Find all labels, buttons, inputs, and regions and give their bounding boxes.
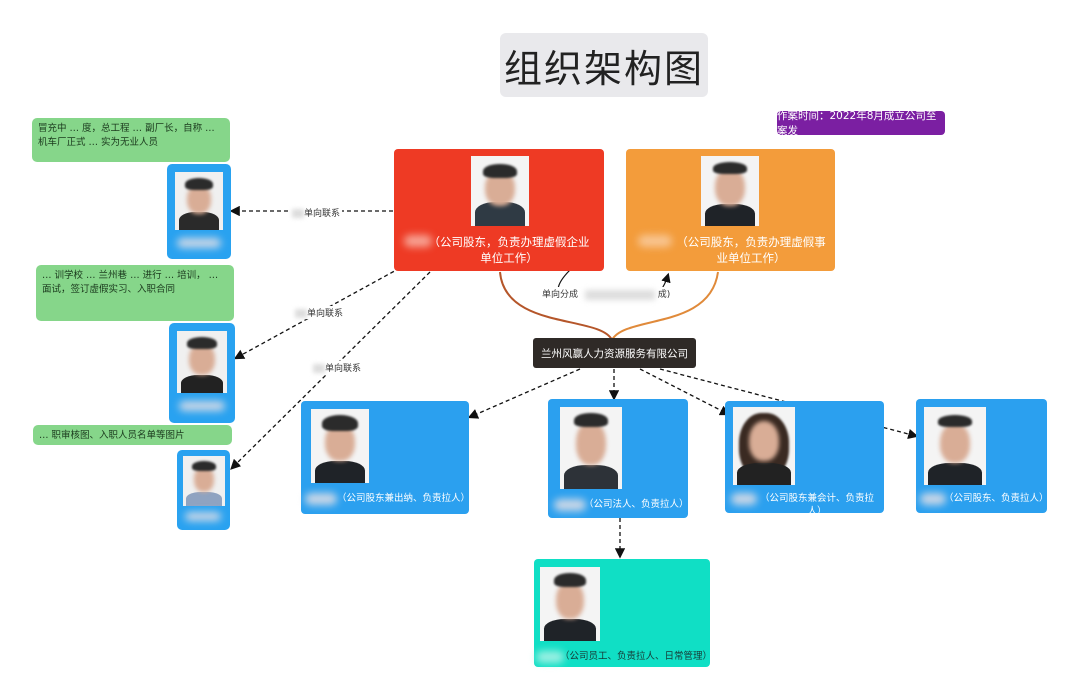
redacted-name — [179, 401, 225, 411]
portrait — [924, 407, 986, 485]
note-person3: … 职审核图、入职人员名单等图片 — [33, 425, 232, 445]
card-shareholder-enterprise: （公司股东，负责办理虚假企业单位工作） — [394, 149, 604, 271]
card-role-text: （公司股东，负责办理虚假事业单位工作） — [676, 235, 826, 265]
portrait — [311, 409, 369, 483]
card-role-text: （公司股东兼会计、负责拉人） — [759, 493, 874, 517]
portrait — [560, 407, 622, 489]
edge-label-one-way: 单向联系 — [293, 306, 346, 319]
edge-orange-company — [611, 271, 719, 341]
redacted-name — [185, 512, 221, 521]
edge-red-company — [499, 271, 613, 341]
redacted-name — [305, 493, 337, 505]
card-person3 — [177, 450, 230, 530]
edge-red-to-person3 — [230, 271, 431, 470]
portrait — [540, 567, 600, 641]
redacted-name — [404, 235, 432, 247]
portrait — [183, 456, 225, 506]
redacted-name — [731, 493, 757, 505]
card-person1 — [167, 164, 231, 259]
edge-label-one-way: 单向联系 — [290, 206, 343, 219]
redacted-name — [554, 499, 586, 511]
card-shareholder: （公司股东、负责拉人） — [916, 399, 1049, 513]
portrait — [701, 156, 759, 226]
card-shareholder-public-institution: （公司股东，负责办理虚假事业单位工作） — [626, 149, 835, 271]
card-legal-person: （公司法人、负责拉人） — [548, 399, 689, 518]
card-role-text: （公司股东，负责办理虚假企业单位工作） — [428, 235, 590, 265]
portrait — [471, 156, 529, 226]
card-role-text: （公司员工、负责拉人、日常管理） — [560, 651, 713, 662]
company-node: 兰州风赢人力资源服务有限公司 — [533, 338, 696, 368]
portrait — [733, 407, 795, 485]
edge-label-one-way: 单向联系 — [311, 361, 364, 374]
page-title: 组织架构图 — [500, 33, 708, 97]
card-role-text: （公司股东、负责拉人） — [944, 493, 1049, 504]
portrait — [175, 172, 223, 230]
redacted-name — [920, 493, 946, 505]
note-person1: 冒充中 … 度，总工程 … 副厂长，自称 … 机车厂正式 … 实为无业人员 — [32, 118, 230, 162]
redacted-name — [536, 651, 564, 663]
card-role-text: （公司法人、负责拉人） — [584, 499, 689, 510]
edge-label-split: 单向分成 成) — [540, 287, 673, 300]
edge-company-card1 — [467, 368, 581, 419]
redacted-name — [638, 235, 672, 247]
card-shareholder-cashier: （公司股东兼出纳、负责拉人） — [301, 401, 471, 514]
redacted-name — [177, 238, 221, 248]
card-employee: （公司员工、负责拉人、日常管理） — [534, 559, 713, 667]
card-shareholder-accountant: （公司股东兼会计、负责拉人） — [725, 401, 884, 517]
card-person2 — [169, 323, 235, 423]
edge-company-card3 — [639, 368, 731, 416]
time-badge: 作案时间：2022年8月成立公司至案发 — [777, 110, 945, 137]
note-person2: … 训学校 … 兰州巷 … 进行 … 培训， … 面试，签订虚假实习、入职合同 — [36, 265, 234, 321]
portrait — [177, 331, 227, 393]
card-role-text: （公司股东兼出纳、负责拉人） — [337, 493, 471, 504]
